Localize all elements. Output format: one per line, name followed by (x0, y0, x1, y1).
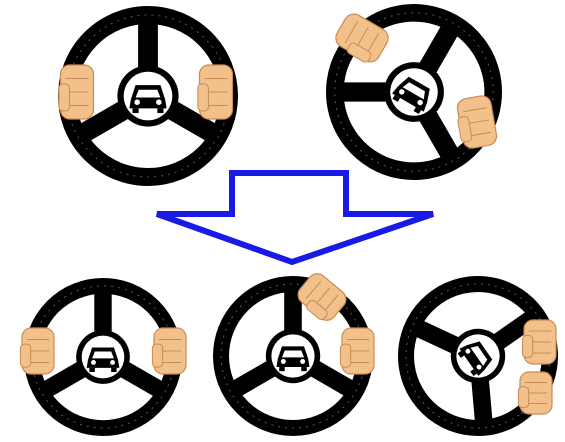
thumb (518, 387, 528, 408)
car-headlight (300, 359, 305, 364)
car-windshield (92, 352, 114, 359)
car-wheel (89, 368, 94, 372)
left-hand (59, 65, 94, 119)
right-hand (198, 65, 233, 119)
car-wheel (132, 108, 138, 113)
car-headlight (91, 360, 96, 365)
car-windshield (282, 350, 304, 357)
thumb (340, 344, 350, 367)
right-hand (340, 328, 374, 374)
right-hand-upper (522, 320, 556, 364)
left-hand (20, 328, 54, 374)
car-wheel (279, 367, 285, 371)
thumb (522, 335, 532, 357)
car-headlight (134, 99, 140, 105)
car-headlight (110, 360, 115, 365)
thumb (198, 84, 209, 111)
car-wheel (111, 368, 116, 372)
car-windshield (136, 90, 161, 98)
car-headlight (281, 359, 286, 364)
car-wheel (157, 108, 163, 113)
car-headlight (156, 99, 162, 105)
right-hand-lower (518, 372, 552, 414)
right-hand (152, 328, 186, 374)
thumb (59, 84, 70, 111)
car-wheel (301, 367, 307, 371)
thumb (20, 344, 30, 367)
thumb (152, 344, 162, 367)
